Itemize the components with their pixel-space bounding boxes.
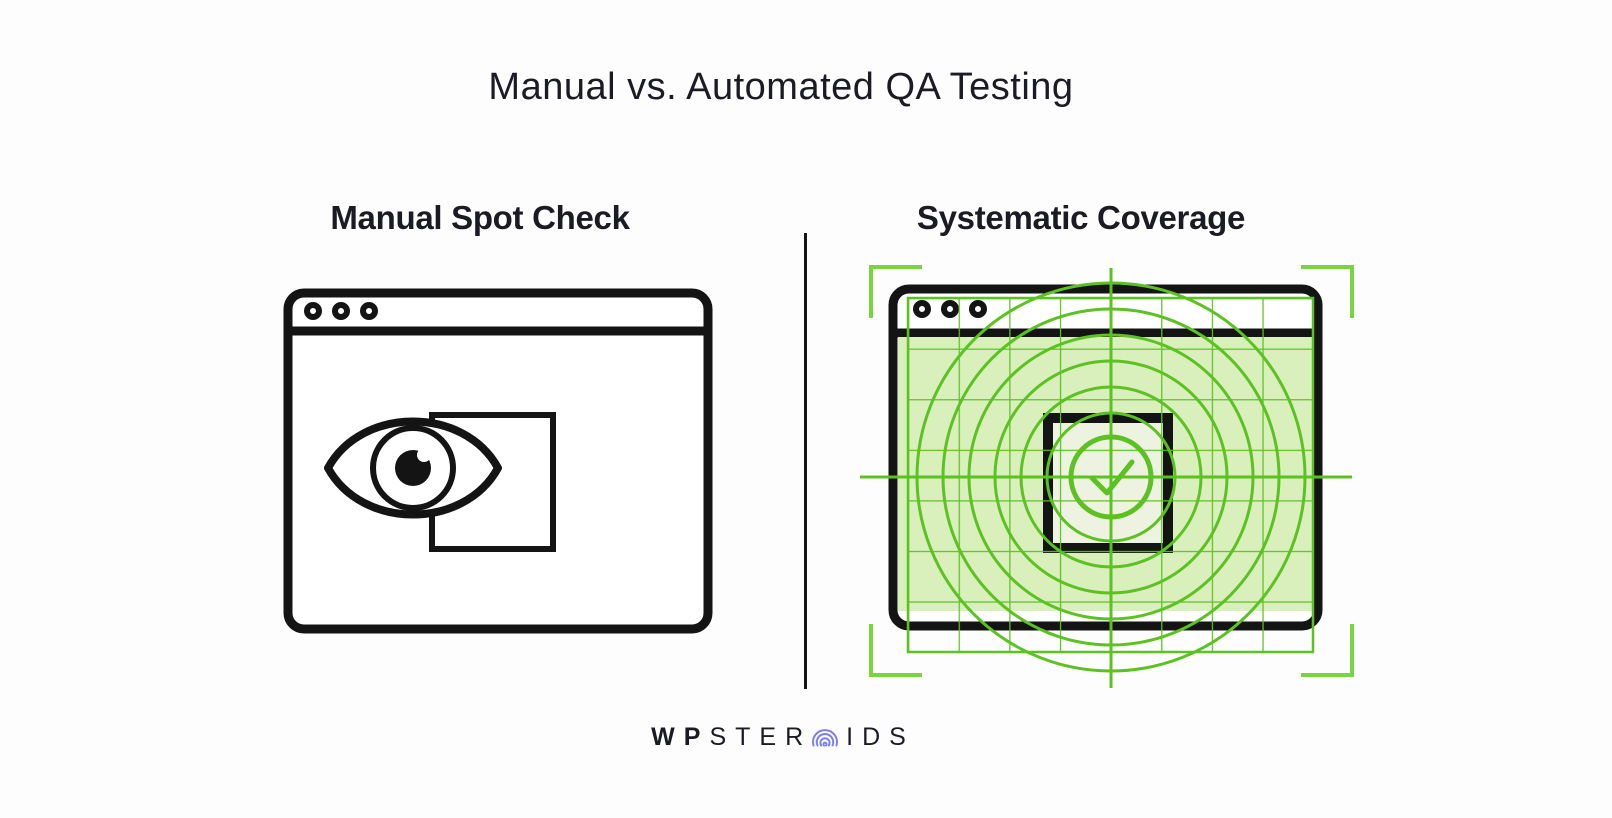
vertical-divider	[804, 233, 807, 689]
left-panel-heading: Manual Spot Check	[330, 199, 630, 236]
brand-logo-mid: STER	[709, 722, 813, 751]
page-title: Manual vs. Automated QA Testing	[488, 66, 1074, 108]
coverage-scene	[860, 265, 1354, 688]
right-panel-heading: Systematic Coverage	[916, 199, 1246, 236]
window-dots-icon	[304, 302, 378, 320]
check-circle	[1068, 434, 1154, 520]
checkmark-icon	[1089, 459, 1135, 496]
crosshair	[860, 268, 1352, 688]
viewfinder-brackets-icon	[869, 265, 1354, 677]
systematic-coverage-illustration	[840, 245, 1370, 695]
concentric-arcs-icon	[810, 722, 840, 752]
brand-logo-bold: WP	[651, 722, 710, 751]
brand-logo-tail: IDS	[846, 722, 915, 751]
browser-window-icon	[283, 288, 713, 634]
eye-icon	[324, 417, 502, 519]
manual-spot-check-illustration	[270, 258, 730, 660]
